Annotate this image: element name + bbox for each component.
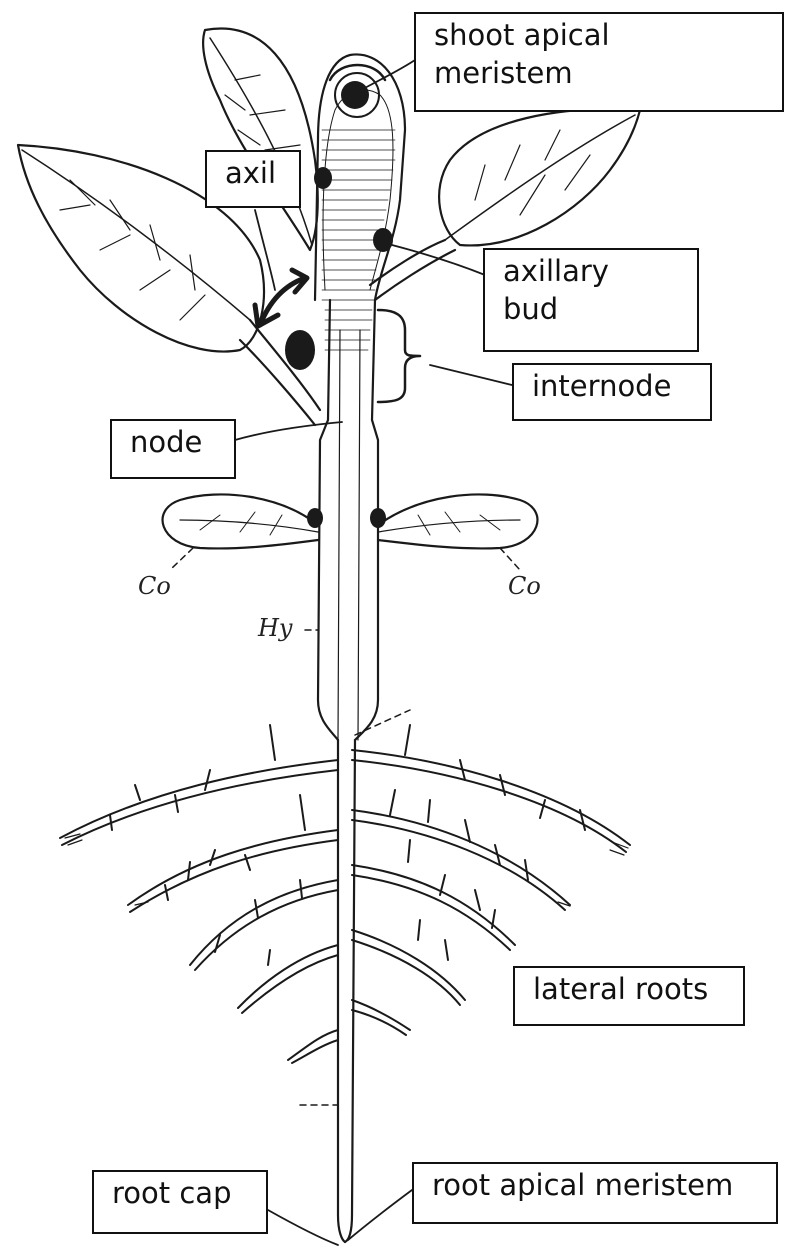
primary-root	[338, 740, 355, 1242]
root-apical-meristem-label: root apical meristem	[412, 1162, 778, 1224]
main-stem	[318, 300, 378, 740]
internode-label: internode	[512, 363, 712, 421]
hypocotyl-label: Hy	[258, 614, 293, 642]
shoot-apical-meristem-label: shoot apical meristem	[414, 12, 784, 112]
node-label: node	[110, 419, 236, 479]
axil-label: axil	[205, 150, 301, 208]
root-cap-label: root cap	[92, 1170, 268, 1234]
root-tips	[65, 834, 628, 906]
upper-left-leaf	[203, 29, 318, 250]
axillary-bud-label: axillary bud	[483, 248, 699, 352]
shoot-apex	[315, 54, 405, 350]
internode-bracket	[378, 310, 420, 402]
cotyledon-right-label: Co	[508, 572, 541, 600]
root-hairs	[110, 725, 585, 965]
cotyledons	[163, 494, 538, 548]
lateral-roots-label: lateral roots	[513, 966, 745, 1026]
cotyledon-left-label: Co	[138, 572, 171, 600]
